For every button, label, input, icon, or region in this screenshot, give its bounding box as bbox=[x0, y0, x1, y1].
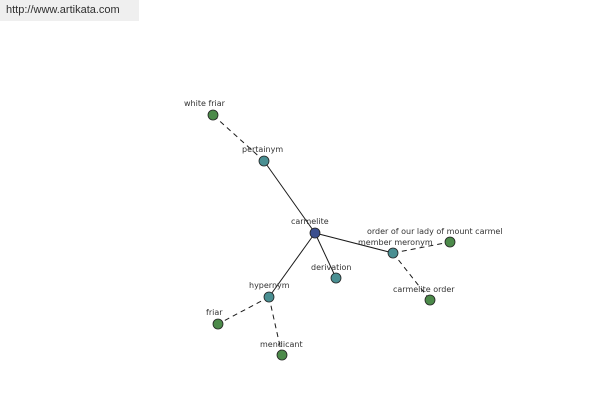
node-hypernym[interactable] bbox=[263, 291, 275, 303]
edge-carmelite-to-derivation bbox=[314, 232, 337, 279]
node-label-carmelite: carmelite bbox=[291, 217, 329, 226]
node-label-carmelite-order: carmelite order bbox=[393, 285, 455, 294]
url-banner[interactable]: http://www.artikata.com bbox=[0, 0, 139, 21]
edge-carmelite-to-hypernym bbox=[268, 232, 316, 298]
node-mendicant[interactable] bbox=[276, 349, 288, 361]
node-label-derivation: derivation bbox=[311, 263, 351, 272]
node-label-member-meronym: member meronym bbox=[358, 238, 433, 247]
node-label-order-of-our-lady: order of our lady of mount carmel bbox=[367, 227, 503, 236]
node-label-mendicant: mendicant bbox=[260, 340, 303, 349]
node-label-white-friar: white friar bbox=[184, 99, 226, 108]
node-carmelite[interactable] bbox=[309, 227, 321, 239]
nodes-layer bbox=[207, 109, 456, 361]
node-pertainym[interactable] bbox=[258, 155, 270, 167]
edge-member-meronym-to-order-of-our-lady bbox=[392, 241, 451, 254]
node-friar[interactable] bbox=[212, 318, 224, 330]
edge-member-meronym-to-carmelite-order bbox=[392, 252, 431, 301]
node-order-of-our-lady[interactable] bbox=[444, 236, 456, 248]
edge-carmelite-to-pertainym bbox=[263, 160, 316, 234]
edges-layer bbox=[212, 114, 451, 356]
node-label-pertainym: pertainym bbox=[242, 145, 283, 154]
edge-hypernym-to-friar bbox=[217, 296, 270, 325]
node-member-meronym[interactable] bbox=[387, 247, 399, 259]
edge-carmelite-to-member-meronym bbox=[314, 232, 394, 254]
node-label-hypernym: hypernym bbox=[249, 281, 290, 290]
labels-layer: carmelite pertainym white friar derivation m… bbox=[184, 99, 503, 349]
node-label-friar: friar bbox=[206, 308, 223, 317]
node-white-friar[interactable] bbox=[207, 109, 219, 121]
edge-pertainym-to-white-friar bbox=[212, 114, 265, 162]
edge-hypernym-to-mendicant bbox=[268, 296, 283, 356]
node-carmelite-order[interactable] bbox=[424, 294, 436, 306]
node-derivation[interactable] bbox=[330, 272, 342, 284]
